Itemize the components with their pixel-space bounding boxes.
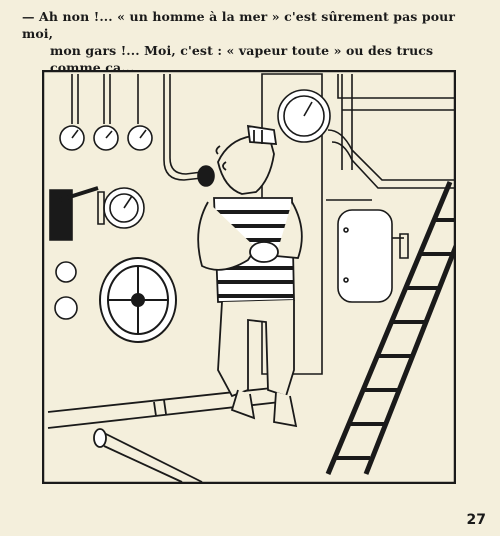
lever-and-gauge [50, 188, 144, 240]
page-number: 27 [466, 512, 486, 528]
ladder [328, 182, 456, 474]
caption-line-1: — Ah non !... « un homme à la mer » c'es… [22, 9, 456, 41]
hanging-gauges [60, 74, 152, 150]
sailor-character [198, 126, 302, 426]
valve-handwheel [100, 258, 176, 342]
cartoon-caption: — Ah non !... « un homme à la mer » c'es… [22, 8, 484, 76]
speaking-tube [164, 74, 214, 186]
cartoon-panel [42, 70, 456, 484]
small-dials [55, 262, 77, 319]
boiler-machinery [262, 74, 454, 374]
